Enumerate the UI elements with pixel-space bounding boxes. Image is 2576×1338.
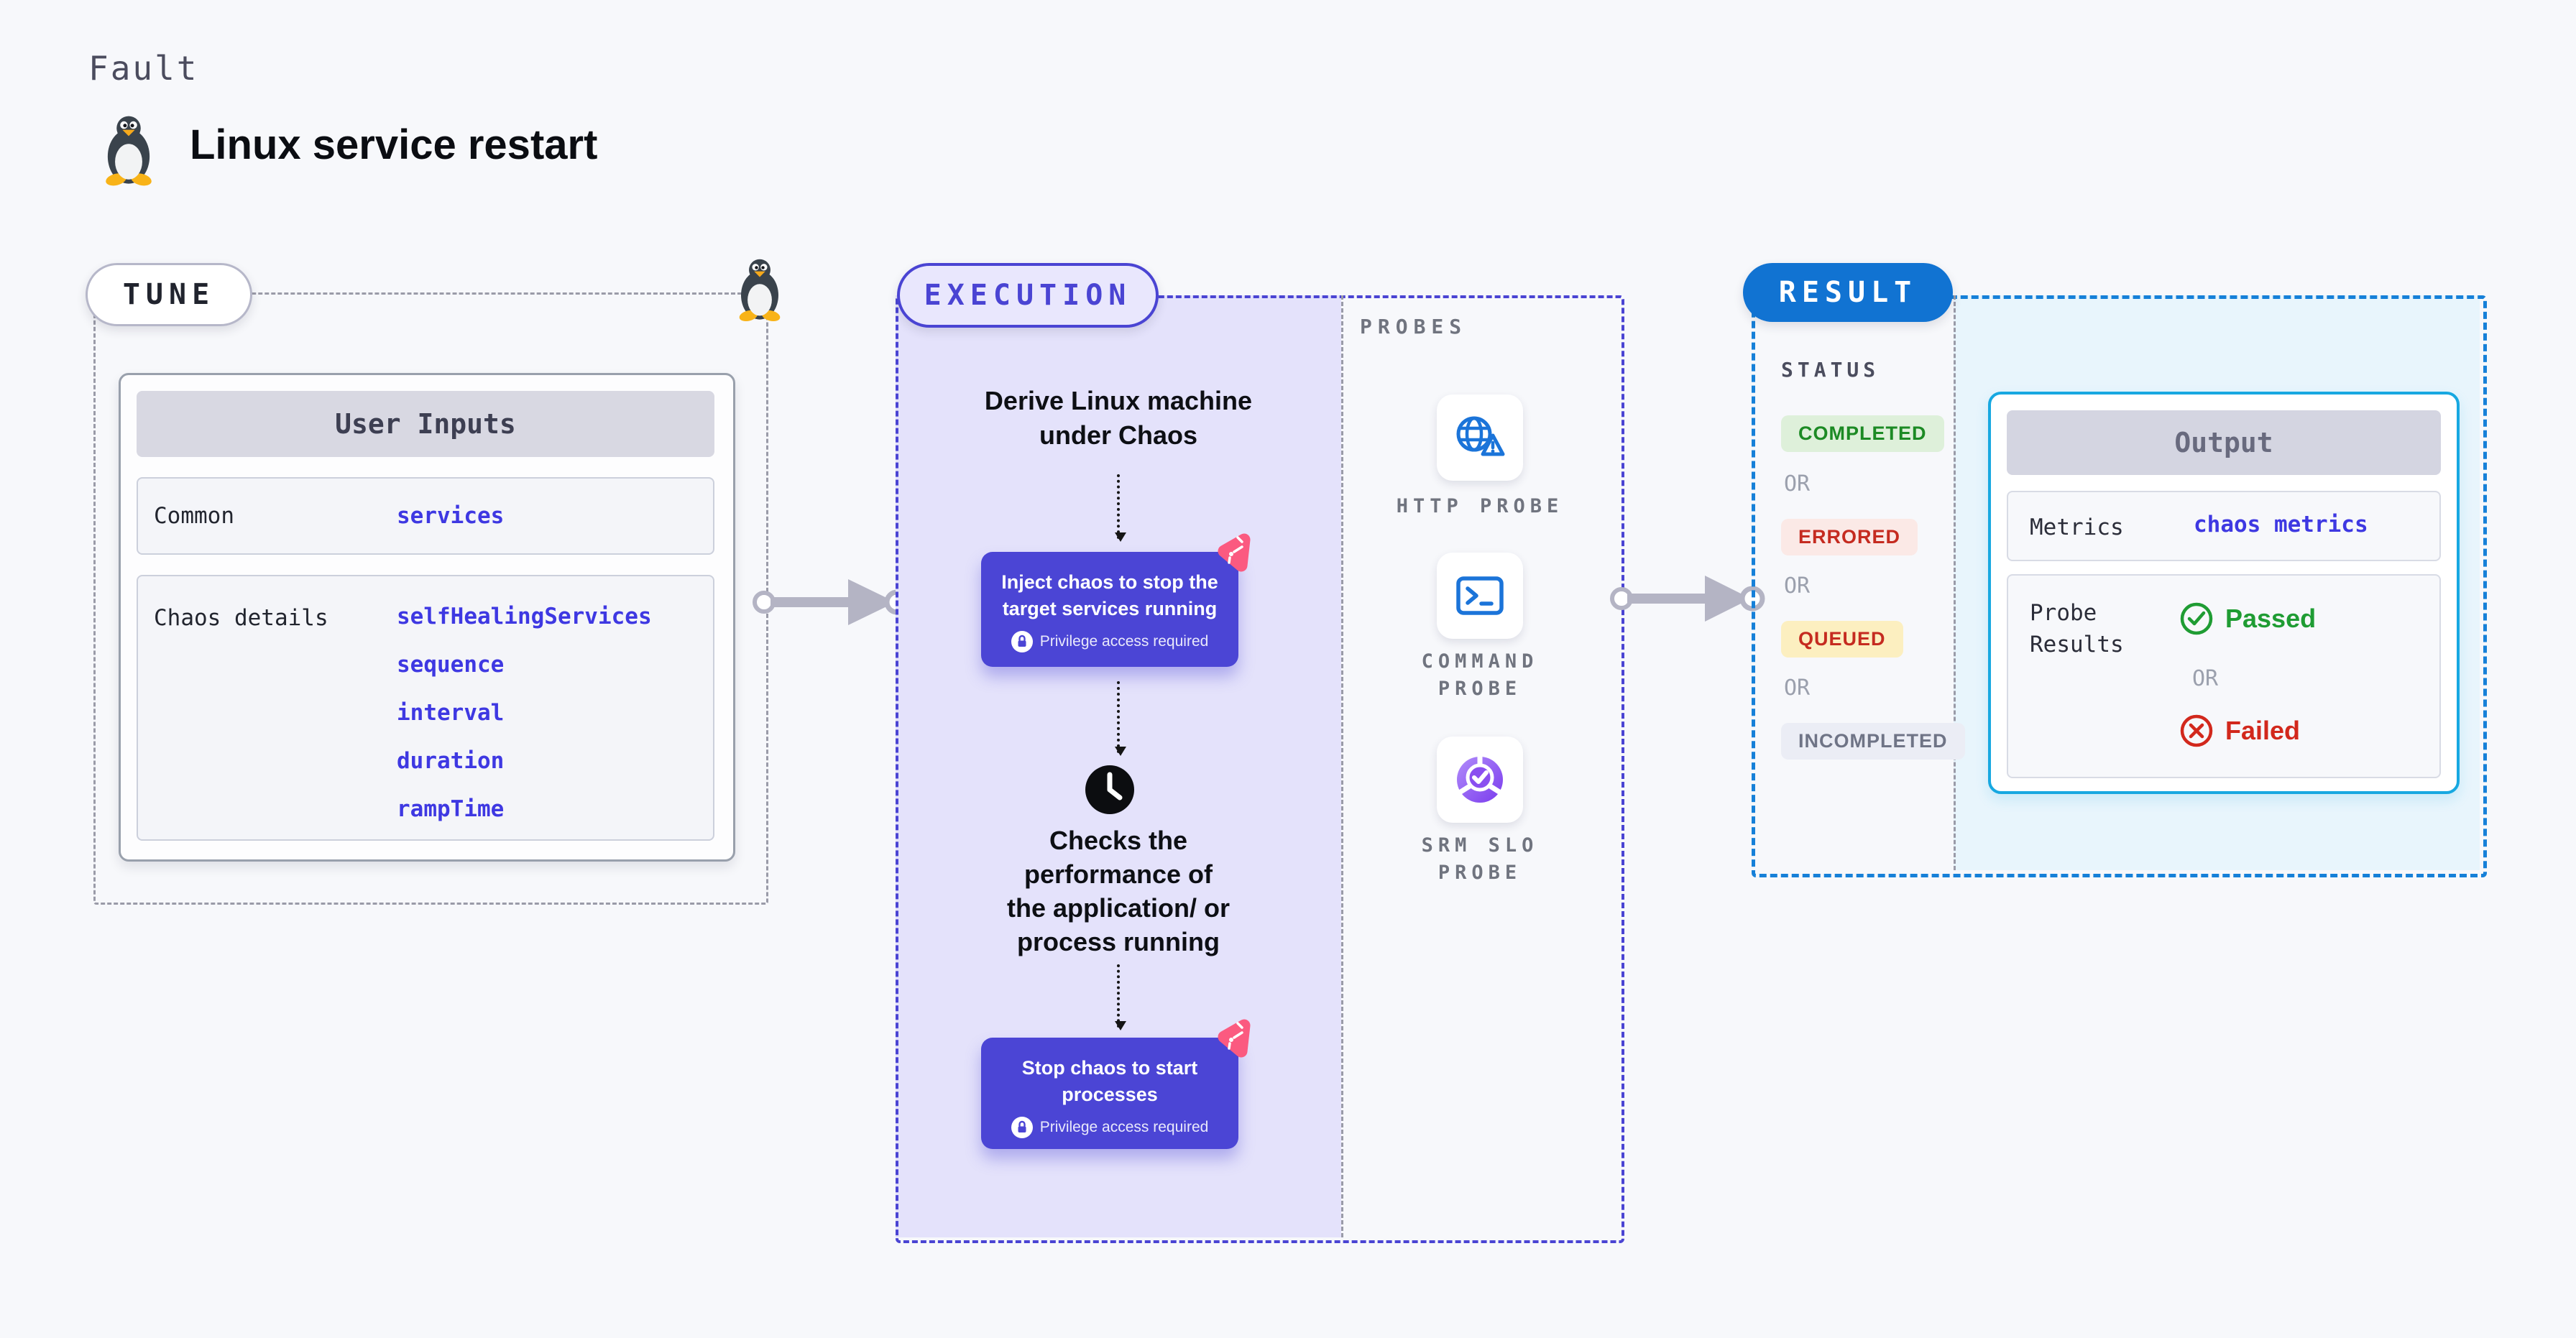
check-step-text: Checks the performance of the applicatio… [1006,826,1230,956]
param-selfhealingservices: selfHealingServices [397,604,652,629]
passed-verdict: Passed [2179,601,2316,636]
param-interval: interval [397,700,505,726]
page-title: Linux service restart [190,121,598,168]
metrics-row: Metrics chaos metrics [2007,491,2441,561]
privilege-text: Privilege access required [1039,1119,1209,1135]
tux-penguin-icon [739,259,781,322]
or-separator: OR [2192,666,2219,691]
terminal-icon [1456,576,1504,615]
flow-arrow-down [1115,474,1126,542]
lock-icon [1011,631,1033,652]
globe-alert-icon [1456,416,1505,456]
common-inputs-row: Common services [137,477,714,555]
tune-pill: TUNE [86,263,252,326]
execution-section-box [896,295,1624,1243]
srm-slo-probe-label: SRM SLO PROBE [1421,834,1539,884]
result-pill-label: RESULT [1778,276,1918,309]
or-separator: OR [1784,573,1811,599]
slo-pie-check-icon [1457,755,1503,803]
stop-chaos-title: Stop chaos to start processes [1021,1057,1198,1105]
privilege-badge: Privilege access required [981,631,1238,652]
param-duration: duration [397,748,505,774]
chaos-logo-icon [1218,1019,1251,1058]
status-badge-errored: ERRORED [1781,519,1918,555]
output-card: Output Metrics chaos metrics Probe Resul… [1988,392,2460,794]
result-divider [1954,295,1956,870]
failed-label: Failed [2225,716,2301,745]
tune-pill-label: TUNE [122,278,216,311]
probe-results-label: Probe Results [2030,600,2124,658]
privilege-text: Privilege access required [1039,633,1209,650]
lock-icon [1011,1117,1033,1138]
result-pill: RESULT [1743,263,1953,322]
inject-chaos-action-box: Inject chaos to stop the target services… [981,552,1238,667]
x-circle-icon [2180,714,2213,747]
status-badge-queued: QUEUED [1781,621,1903,658]
command-probe-label: COMMAND PROBE [1421,650,1539,700]
or-separator: OR [1784,471,1811,497]
execution-pill: EXECUTION [897,263,1159,328]
http-probe-card [1437,395,1523,481]
clock-icon [1085,765,1134,814]
probes-to-result-arrow [1610,576,1765,622]
execution-pill-label: EXECUTION [924,279,1132,312]
inject-chaos-title: Inject chaos to stop the target services… [1001,571,1218,619]
status-badge-completed: COMPLETED [1781,415,1944,452]
output-header: Output [2007,410,2441,475]
or-separator: OR [1784,675,1811,701]
param-ramptime: rampTime [397,796,505,822]
probe-results-row: Probe Results Passed OR Failed [2007,574,2441,778]
probes-title: PROBES [1360,315,1468,338]
command-probe-card [1437,553,1523,639]
derive-step-text: Derive Linux machine under Chaos [984,386,1253,450]
user-inputs-header: User Inputs [137,391,714,457]
status-badge-incompleted: INCOMPLETED [1781,723,1965,760]
check-circle-icon [2180,602,2213,635]
stop-chaos-action-box: Stop chaos to start processes Privilege … [981,1038,1238,1149]
metrics-value: chaos metrics [2194,512,2368,537]
param-sequence: sequence [397,652,505,678]
chaos-logo-icon [1218,533,1251,572]
status-title: STATUS [1781,358,1880,382]
chaos-details-row: Chaos details selfHealingServices sequen… [137,575,714,841]
metrics-label: Metrics [2030,515,2124,540]
user-inputs-card: User Inputs Common services Chaos detail… [119,373,735,862]
passed-label: Passed [2225,604,2317,633]
flow-arrow-down [1115,964,1126,1030]
srm-slo-probe-card [1437,737,1523,823]
tune-to-execution-arrow [753,579,910,625]
row-label: Common [154,503,234,529]
tux-penguin-icon [106,116,152,186]
fault-kicker: Fault [88,49,199,88]
row-label: Chaos details [154,605,328,631]
failed-verdict: Failed [2179,714,2300,748]
flow-arrow-down [1115,681,1126,756]
param-services: services [397,503,505,529]
probes-divider [1341,295,1343,1237]
http-probe-label: HTTP PROBE [1396,495,1564,517]
privilege-badge: Privilege access required [981,1117,1238,1138]
result-section-box [1752,295,2487,877]
